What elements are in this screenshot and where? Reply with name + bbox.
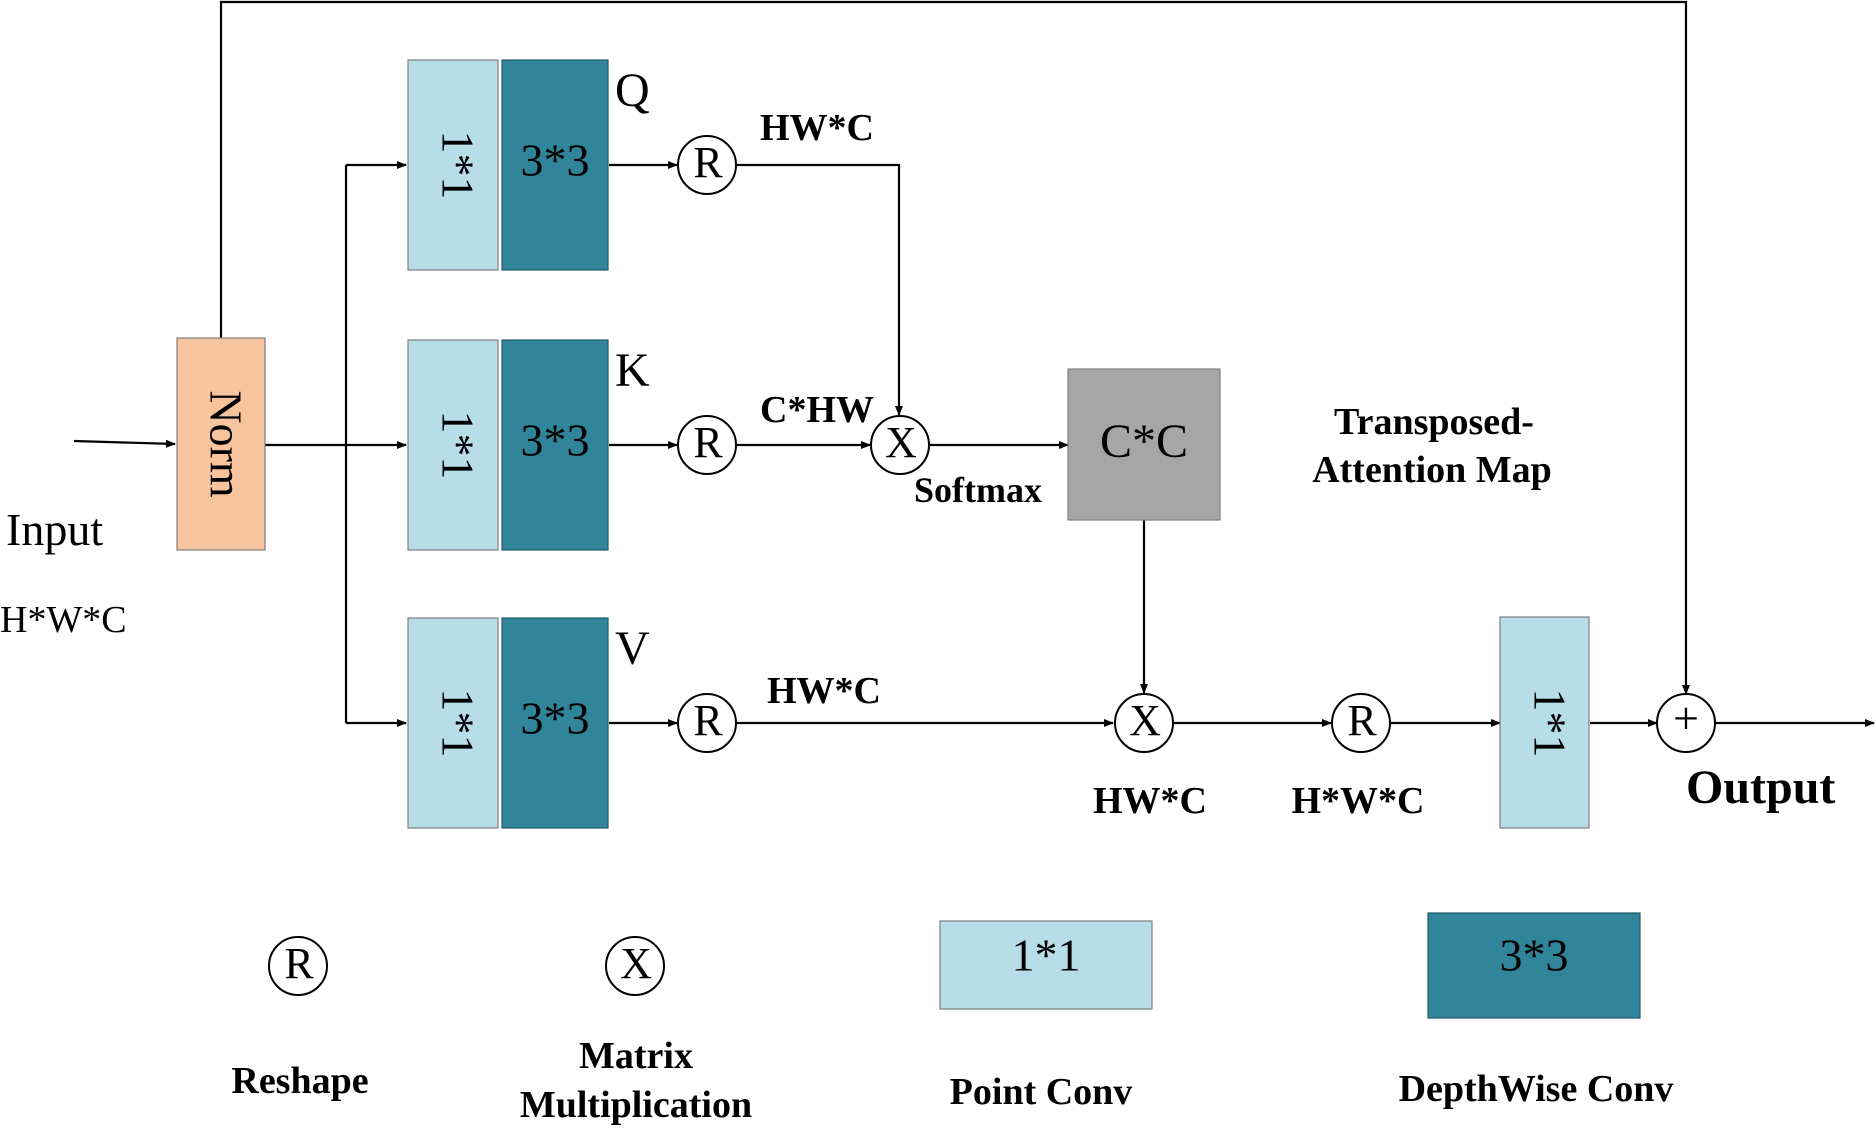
add-symbol: + [1673, 693, 1699, 744]
norm-block: Norm [176, 337, 266, 551]
connections [73, 0, 1875, 727]
legend-point-conv-box [939, 920, 1153, 1010]
q-reshape-symbol: R [693, 138, 723, 187]
output-reshape-node [1331, 693, 1391, 753]
k-point-conv-label: 1*1 [432, 411, 483, 480]
v-depthwise-conv-box [501, 617, 609, 829]
v-reshape-symbol: R [693, 696, 723, 745]
q-reshape-node [677, 135, 737, 195]
attention-title-line1: Transposed- [1334, 401, 1534, 443]
output-reshape-shape-label: H*W*C [1292, 780, 1425, 822]
output-point-conv-label: 1*1 [1524, 689, 1575, 758]
output-matmul-symbol: X [1129, 696, 1161, 745]
attention-map-label: C*C [1100, 415, 1188, 468]
input-label: Input [6, 504, 103, 555]
legend-depthwise-symbol: 3*3 [1500, 930, 1569, 981]
legend-matmul-label-line1: Matrix [579, 1035, 693, 1077]
q-branch: 1*1 3*3 Q R HW*C [407, 59, 874, 271]
v-point-conv-box [407, 617, 499, 829]
norm-label: Norm [200, 390, 251, 498]
q-to-matmul-line [736, 163, 903, 416]
q-depthwise-conv-label: 3*3 [521, 135, 590, 186]
output-reshape-symbol: R [1347, 696, 1377, 745]
attention-matmul-node [870, 415, 930, 475]
attention-matmul-symbol: X [885, 418, 917, 467]
q-point-conv-box [407, 59, 499, 271]
k-depthwise-conv-label: 3*3 [521, 415, 590, 466]
legend-point-conv-label: Point Conv [950, 1071, 1133, 1113]
v-reshape-node [677, 693, 737, 753]
q-depthwise-conv-box [501, 59, 609, 271]
k-shape-label: C*HW [760, 389, 874, 431]
v-depthwise-conv-label: 3*3 [521, 693, 590, 744]
legend-reshape-node [268, 936, 328, 996]
legend-depthwise-box [1427, 912, 1641, 1019]
skip-connection [219, 0, 1690, 695]
attention-map-box [1067, 368, 1221, 521]
input-arrow [73, 439, 176, 448]
norm-box [176, 337, 266, 551]
softmax-label: Softmax [914, 470, 1042, 510]
output-matmul-node [1114, 693, 1174, 753]
k-point-conv-box [407, 339, 499, 551]
k-reshape-node [677, 415, 737, 475]
attention-block: X Softmax C*C Transposed- Attention Map [870, 368, 1552, 521]
add-node [1656, 693, 1716, 753]
legend-matmul-node [605, 936, 665, 996]
k-branch: 1*1 3*3 K R C*HW [407, 339, 874, 551]
q-point-conv-label: 1*1 [432, 131, 483, 200]
output-matmul-shape-label: HW*C [1093, 780, 1207, 822]
legend-reshape-label: Reshape [231, 1060, 368, 1102]
legend-matmul-symbol: X [620, 939, 652, 988]
output-label: Output [1686, 761, 1835, 814]
q-tag: Q [615, 64, 650, 117]
legend-point-conv-symbol: 1*1 [1012, 930, 1081, 981]
legend-depthwise-label: DepthWise Conv [1399, 1068, 1674, 1110]
k-tag: K [615, 344, 650, 397]
legend: R Reshape X Matrix Multiplication 1*1 Po… [231, 912, 1674, 1126]
k-depthwise-conv-box [501, 339, 609, 551]
v-branch: 1*1 3*3 V R HW*C [407, 617, 881, 829]
v-point-conv-label: 1*1 [432, 689, 483, 758]
output-path: X HW*C R H*W*C 1*1 + Output [1093, 616, 1835, 829]
v-shape-label: HW*C [767, 670, 881, 712]
legend-matmul-label-line2: Multiplication [520, 1084, 752, 1126]
attention-title-line2: Attention Map [1312, 449, 1552, 491]
q-shape-label: HW*C [760, 107, 874, 149]
input-shape-label: H*W*C [0, 599, 127, 641]
legend-reshape-symbol: R [284, 939, 314, 988]
output-point-conv-box [1499, 616, 1590, 829]
k-reshape-symbol: R [693, 418, 723, 467]
v-tag: V [615, 622, 650, 675]
